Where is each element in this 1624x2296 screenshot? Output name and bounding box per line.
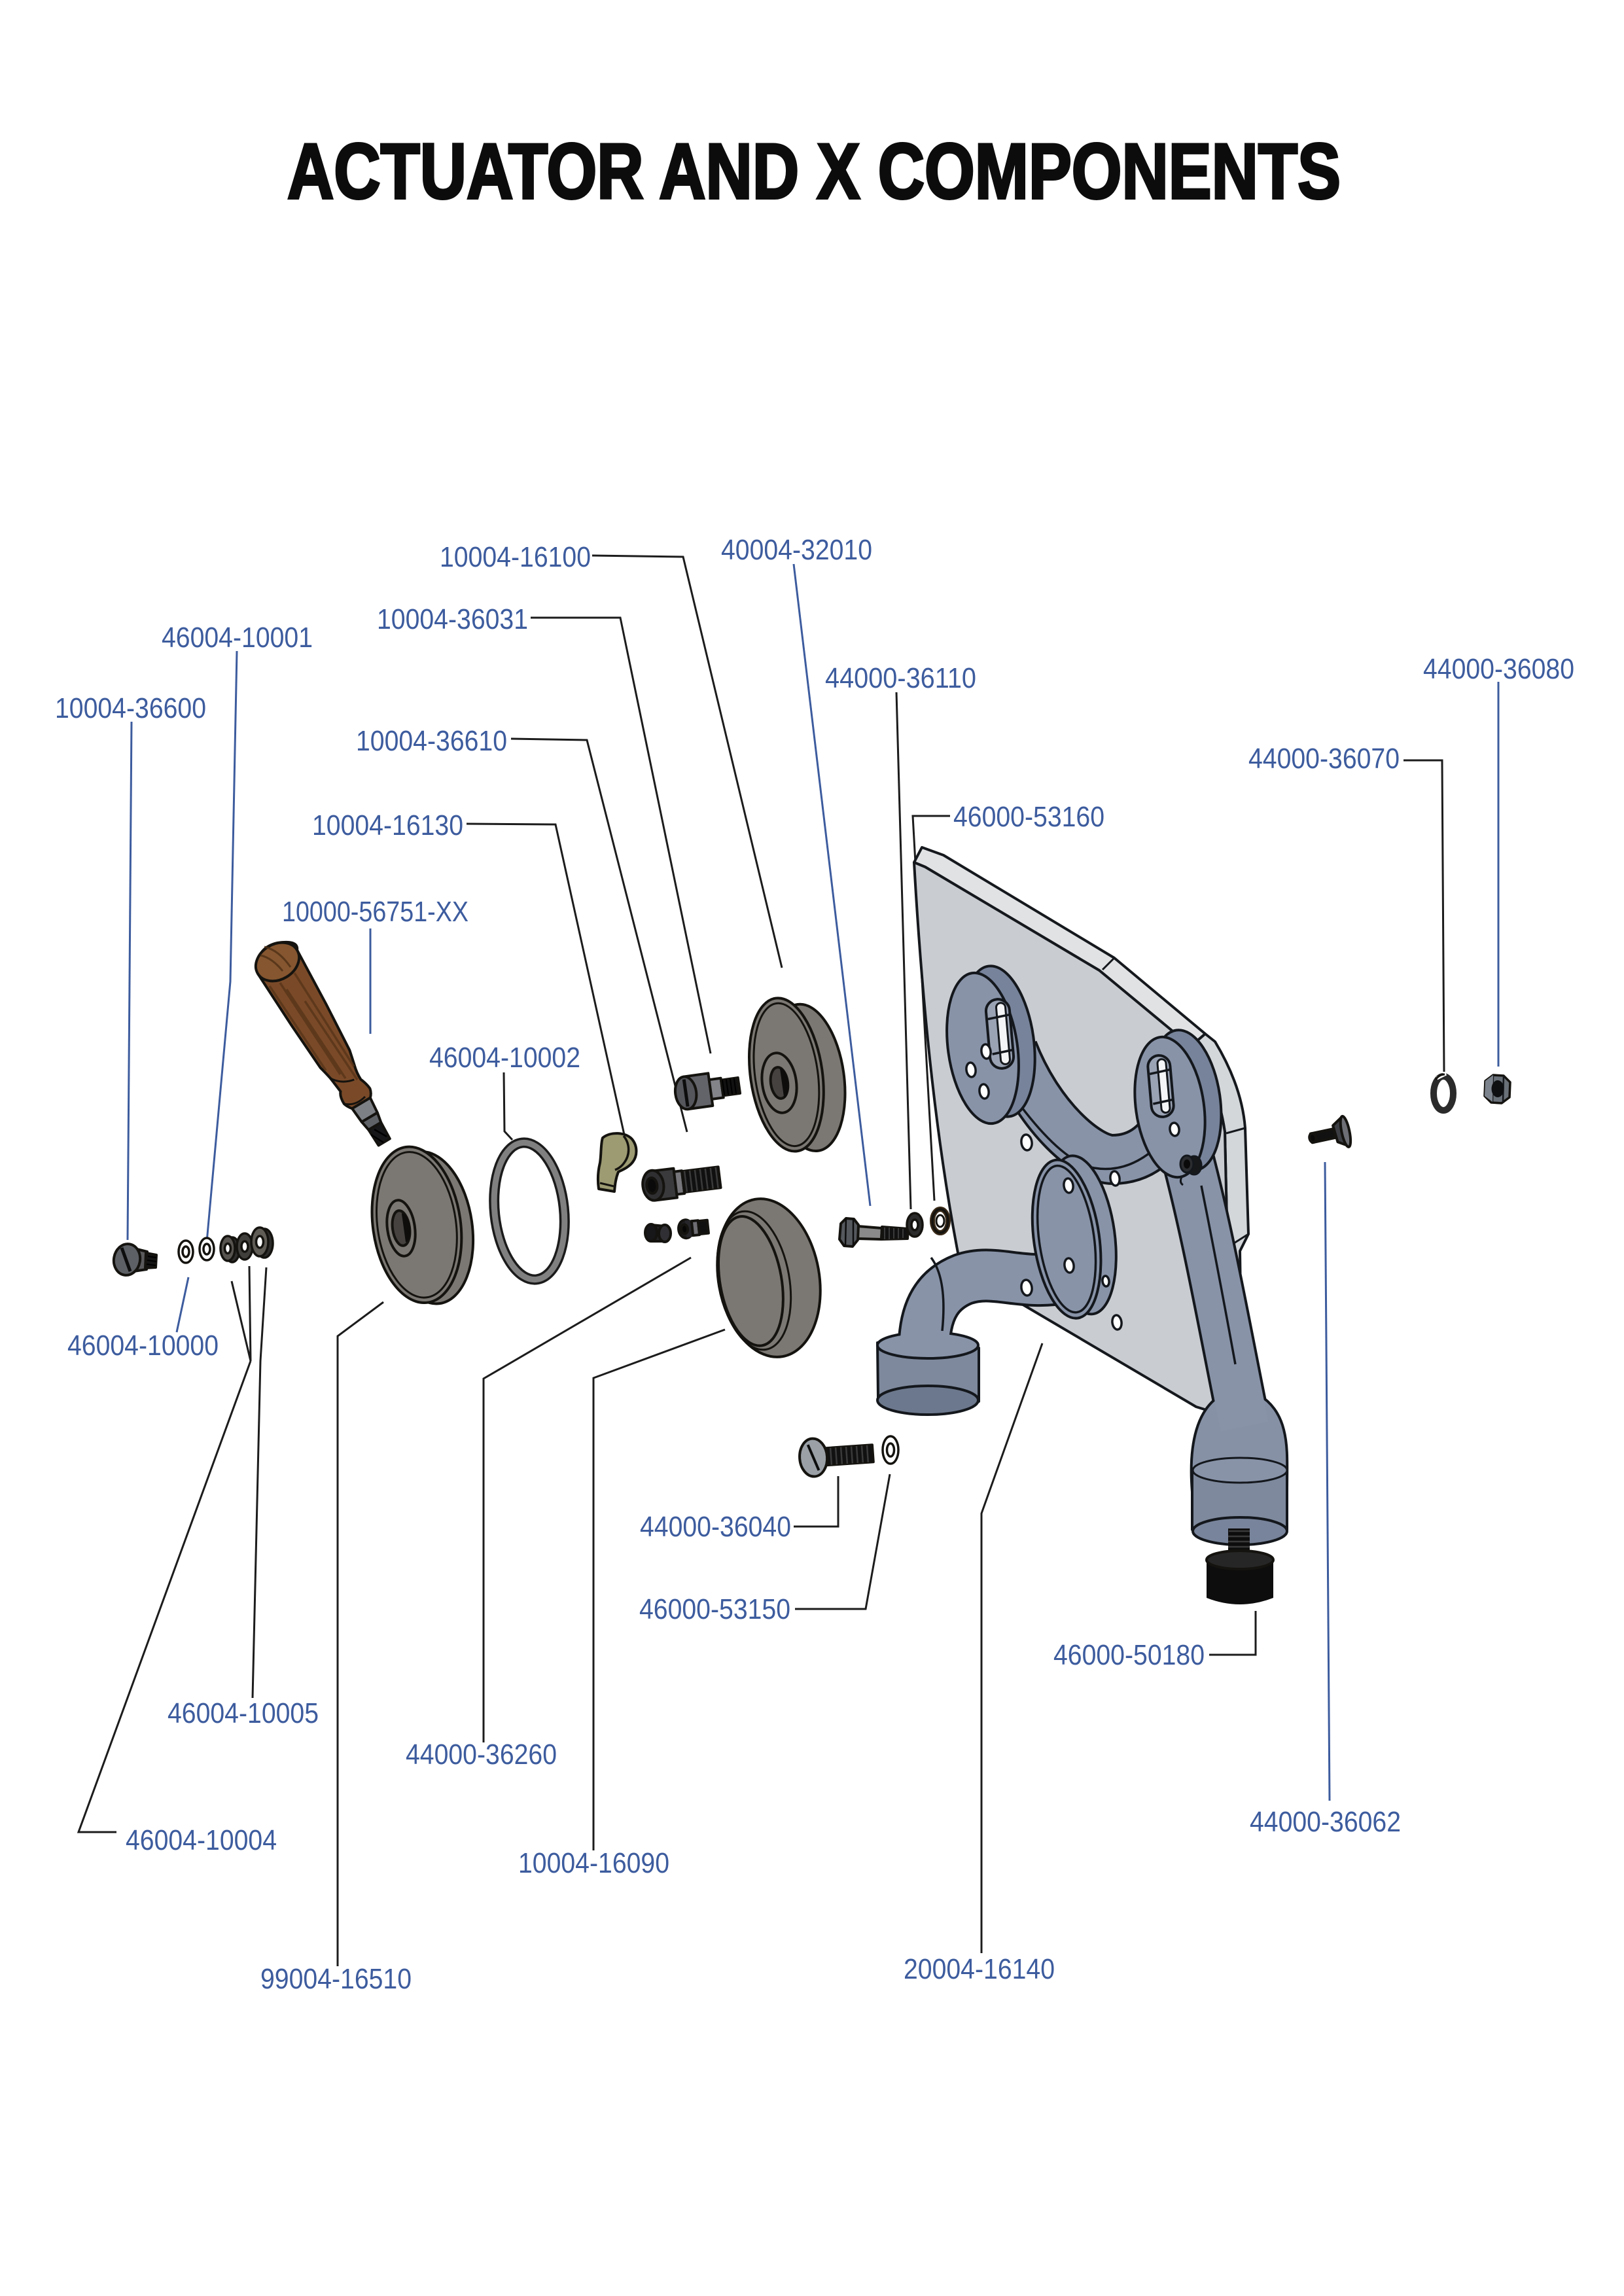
svg-text:10004-16100: 10004-16100	[440, 541, 591, 573]
svg-text:44000-36080: 44000-36080	[1423, 653, 1574, 685]
svg-text:10004-36610: 10004-36610	[356, 725, 507, 757]
svg-text:44000-36110: 44000-36110	[825, 662, 976, 694]
svg-text:10004-16130: 10004-16130	[312, 809, 463, 841]
svg-text:46000-53160: 46000-53160	[953, 801, 1104, 833]
svg-text:44000-36040: 44000-36040	[640, 1511, 791, 1543]
svg-text:46004-10000: 46004-10000	[67, 1330, 219, 1362]
svg-text:44000-36062: 44000-36062	[1250, 1806, 1401, 1838]
svg-text:10004-36600: 10004-36600	[55, 692, 206, 724]
svg-text:46004-10002: 46004-10002	[429, 1042, 580, 1074]
svg-text:99004-16510: 99004-16510	[260, 1963, 412, 1995]
svg-text:44000-36070: 44000-36070	[1248, 743, 1400, 775]
svg-text:10004-36031: 10004-36031	[377, 603, 528, 635]
svg-text:44000-36260: 44000-36260	[406, 1739, 557, 1771]
svg-text:46000-53150: 46000-53150	[639, 1593, 790, 1625]
svg-text:20004-16140: 20004-16140	[904, 1953, 1055, 1985]
svg-text:10004-16090: 10004-16090	[518, 1847, 669, 1879]
svg-text:46004-10005: 46004-10005	[168, 1697, 319, 1729]
svg-text:46004-10004: 46004-10004	[126, 1824, 277, 1856]
svg-text:40004-32010: 40004-32010	[721, 534, 872, 566]
svg-text:10000-56751-XX: 10000-56751-XX	[282, 896, 468, 928]
svg-text:46004-10001: 46004-10001	[162, 622, 313, 654]
svg-text:ACTUATOR AND X COMPONENTS: ACTUATOR AND X COMPONENTS	[287, 128, 1341, 215]
svg-text:46000-50180: 46000-50180	[1053, 1639, 1205, 1671]
